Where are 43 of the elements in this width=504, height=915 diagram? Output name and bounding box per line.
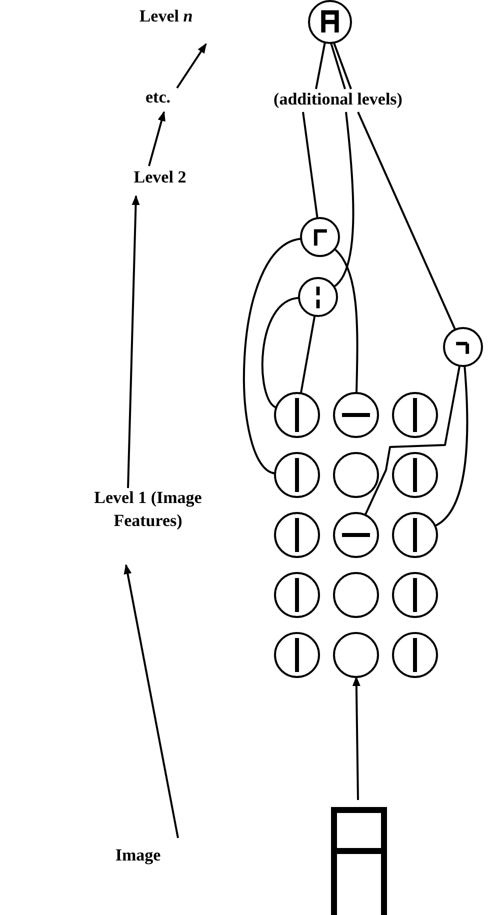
level-label: Level n xyxy=(139,6,193,28)
broken-line-feature-node xyxy=(297,276,339,318)
connection-line xyxy=(333,42,352,90)
level-label: (additional levels) xyxy=(274,88,402,112)
connection-line xyxy=(300,316,316,394)
vertical-feature-node xyxy=(391,391,439,439)
vertical-feature-node xyxy=(391,631,439,679)
image-label: Image xyxy=(115,844,161,868)
corner-feature-node xyxy=(299,216,341,258)
arrow xyxy=(127,195,140,488)
vertical-feature-node xyxy=(273,511,321,559)
vertical-feature-node xyxy=(273,571,321,619)
connection-line xyxy=(364,366,461,516)
connection-line xyxy=(333,112,354,288)
level-label: Level 2 xyxy=(134,166,186,190)
letter-feature-node xyxy=(307,0,353,45)
empty-feature-node xyxy=(332,571,380,619)
vertical-feature-node xyxy=(391,451,439,499)
arrow xyxy=(176,43,207,89)
arrow xyxy=(148,111,166,166)
vertical-feature-node xyxy=(391,511,439,559)
level-label: etc. xyxy=(146,86,170,110)
connection-line xyxy=(330,42,346,90)
arrow xyxy=(124,564,179,838)
vertical-feature-node xyxy=(391,571,439,619)
vertical-feature-node xyxy=(273,631,321,679)
image-box-drawing xyxy=(329,805,389,915)
connection-line xyxy=(357,112,456,330)
empty-feature-node xyxy=(332,631,380,679)
vertical-feature-node xyxy=(273,391,321,439)
horizontal-feature-node xyxy=(332,391,380,439)
connection-line xyxy=(434,366,468,527)
connection-line xyxy=(302,112,318,218)
horizontal-feature-node xyxy=(332,511,380,559)
level-label: Level 1 (Image Features) xyxy=(73,487,223,533)
connection-line xyxy=(334,248,358,394)
vertical-feature-node xyxy=(273,451,321,499)
connection-line xyxy=(261,296,300,408)
arrow xyxy=(352,676,360,800)
junction-feature-node xyxy=(442,326,484,368)
empty-feature-node xyxy=(332,451,380,499)
connection-line xyxy=(243,238,302,474)
connection-line xyxy=(315,42,326,90)
